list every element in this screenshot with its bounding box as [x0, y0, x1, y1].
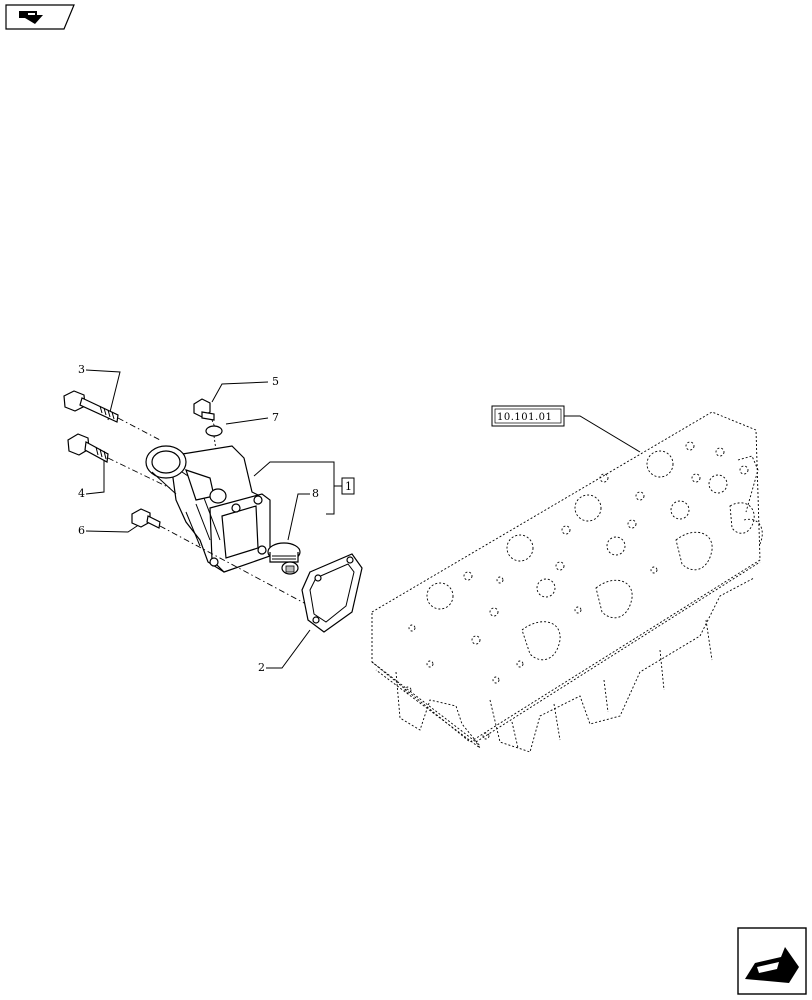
callout-label-7: 7	[272, 411, 279, 424]
previous-page-button[interactable]	[5, 4, 75, 30]
gasket	[301, 553, 363, 633]
callout-label-3: 3	[78, 363, 85, 376]
callout-box-1	[341, 477, 355, 495]
reference-text: 10.101.01	[497, 412, 552, 423]
callout-label-1: 1	[345, 480, 352, 493]
callout-label-4: 4	[78, 487, 85, 500]
callout-3[interactable]: 3	[78, 363, 121, 421]
callout-label-8: 8	[312, 487, 319, 500]
arrow-back-icon	[5, 4, 75, 30]
seal-ring	[205, 425, 223, 437]
arrow-next-icon	[737, 927, 807, 995]
bolt-long-upper	[63, 390, 119, 423]
callout-label-2: 2	[258, 661, 265, 674]
callout-7[interactable]: 7	[225, 411, 279, 425]
cylinder-head	[371, 411, 763, 753]
callout-label-5: 5	[272, 375, 279, 388]
callout-2[interactable]: 2	[258, 629, 311, 674]
callout-label-6: 6	[78, 524, 85, 537]
thermostat-housing	[145, 445, 271, 573]
callout-5[interactable]: 5	[211, 375, 279, 403]
bolt-long-lower	[67, 433, 109, 463]
callout-8[interactable]: 8	[287, 487, 319, 541]
thermostat	[267, 542, 301, 575]
plug	[193, 398, 215, 421]
bolt-short	[131, 508, 161, 529]
callout-1[interactable]: 1	[253, 461, 355, 515]
callout-4[interactable]: 4	[78, 452, 105, 500]
callout-6[interactable]: 6	[78, 523, 141, 537]
next-page-button[interactable]	[737, 927, 807, 995]
bolt-holes	[404, 441, 749, 740]
reference-label[interactable]: 10.101.01	[491, 405, 641, 453]
